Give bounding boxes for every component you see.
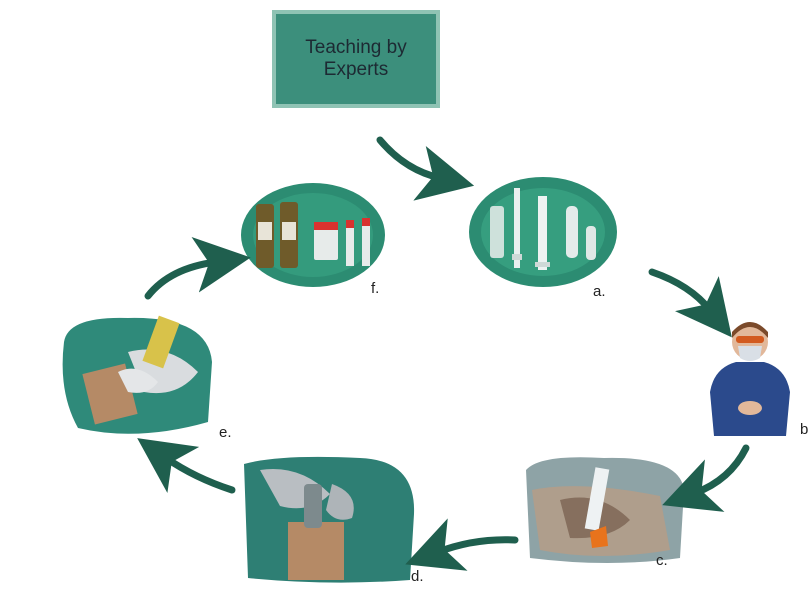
teaching-by-experts-box: Teaching by Experts <box>272 10 440 108</box>
syringes-ampoules-photo <box>469 177 617 287</box>
biopsy-sampling-photo <box>62 315 212 434</box>
expert-surgeon-photo <box>710 322 790 436</box>
arrow-c-to-d <box>405 518 519 571</box>
title-text: Teaching by Experts <box>305 37 407 80</box>
arrow-e-to-f <box>144 236 251 300</box>
arrow-a-to-b <box>648 268 732 338</box>
sample-containers-photo <box>241 183 385 287</box>
marking-biopsy-site-photo <box>526 457 684 563</box>
arrow-d-to-e <box>137 438 236 494</box>
step-label-e: e. <box>219 424 232 441</box>
needle-aspiration-photo <box>244 456 415 583</box>
step-label-f: f. <box>371 280 380 297</box>
step-label-b: b <box>800 421 809 438</box>
arrow-title-to-a <box>376 136 475 201</box>
arrow-b-to-c <box>662 444 750 512</box>
step-label-d: d. <box>411 568 424 585</box>
step-label-c: c. <box>656 552 668 569</box>
step-label-a: a. <box>593 283 606 300</box>
